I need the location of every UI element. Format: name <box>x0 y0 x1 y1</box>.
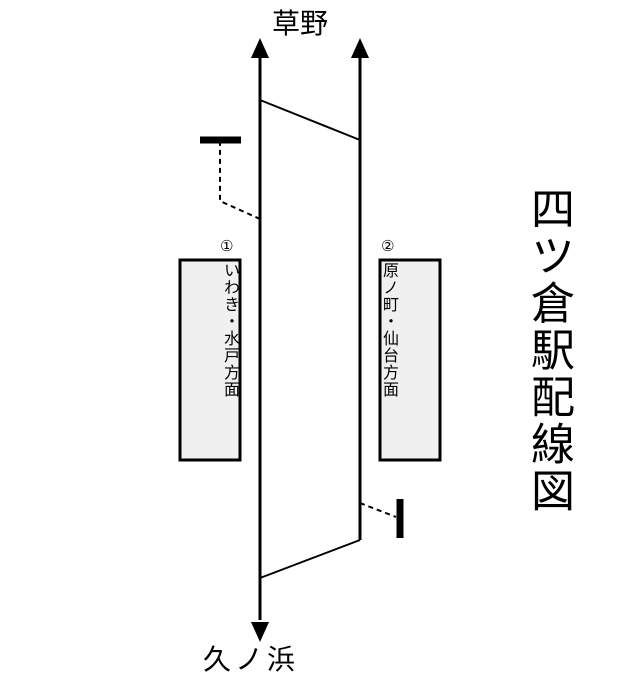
direction-north-label: 草野 <box>272 7 329 40</box>
platform-1-direction: いわき・水戸方面 <box>221 262 240 398</box>
track-1-arrow-up <box>251 38 269 58</box>
direction-south-label: 久ノ浜 <box>203 643 300 676</box>
siding-north-dashed <box>219 143 261 220</box>
siding-south-dashed <box>359 502 397 518</box>
crossover-north <box>259 99 361 141</box>
track-2-arrow-up <box>351 38 369 58</box>
crossover-south <box>259 539 361 579</box>
platform-2 <box>378 258 442 462</box>
platform-2-number: ② <box>381 237 395 255</box>
platform-2-direction: 原ノ町・仙台方面 <box>380 262 399 398</box>
platform-1 <box>178 258 242 462</box>
diagram-title: 四ツ倉駅配線図 <box>523 186 574 515</box>
track-1-arrow-down <box>251 622 269 642</box>
platform-1-number: ① <box>220 237 234 255</box>
